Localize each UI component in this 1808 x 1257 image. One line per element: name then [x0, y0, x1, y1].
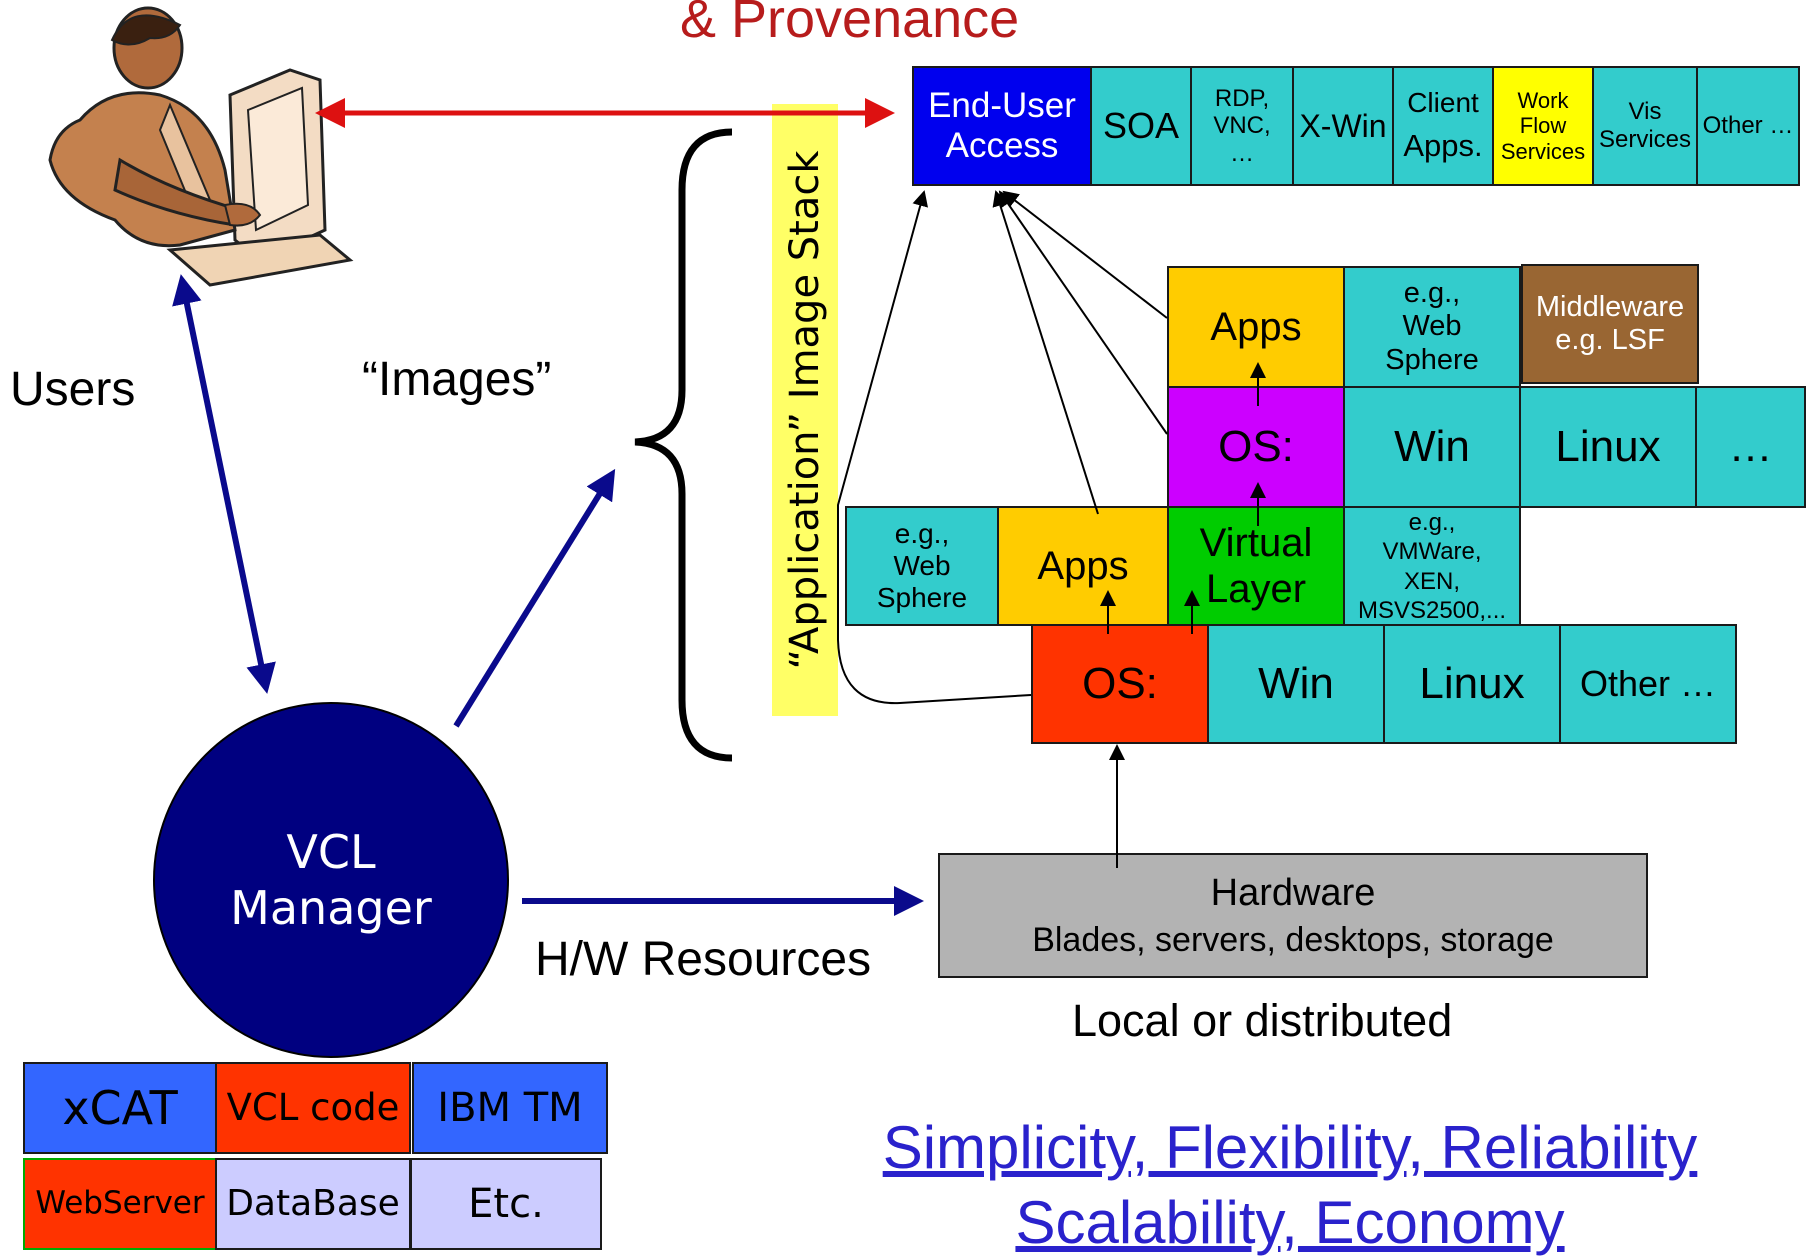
- client-apps-line1: Client: [1407, 87, 1479, 119]
- footer-link-2[interactable]: Scalability, Economy: [1015, 1189, 1565, 1256]
- end-user-access[interactable]: End-User Access: [912, 66, 1092, 186]
- tool-webserver: WebServer: [23, 1158, 217, 1250]
- vcl-manager-line1: VCL: [286, 824, 376, 879]
- user-manager-arrow: [172, 274, 276, 694]
- middleware-line2: e.g. LSF: [1555, 324, 1665, 356]
- end-user-access-line2: Access: [945, 126, 1059, 165]
- other-access-box: Other …: [1696, 66, 1800, 186]
- rdp-line2: VNC,: [1213, 112, 1271, 140]
- vmware-line2: VMWare,: [1382, 538, 1482, 566]
- upper-os-access-line: [998, 190, 1168, 435]
- xwin-label: X-Win: [1299, 107, 1387, 144]
- middleware-line1: Middleware: [1535, 290, 1685, 323]
- lower-linux-label: Linux: [1419, 658, 1525, 708]
- tool-vcl-code-label: VCL code: [226, 1085, 400, 1129]
- tool-etc: Etc.: [410, 1158, 602, 1250]
- vmware-line3: XEN,: [1403, 567, 1460, 595]
- images-label: “Images”: [362, 353, 552, 406]
- upper-linux-label: Linux: [1555, 421, 1661, 471]
- rdp-line1: RDP,: [1214, 84, 1270, 112]
- upper-os-label: OS:: [1218, 421, 1294, 471]
- upper-win-box: Win: [1343, 386, 1521, 508]
- soa-label: SOA: [1102, 105, 1180, 147]
- hardware-title: Hardware: [1210, 871, 1376, 914]
- lower-linux-box: Linux: [1383, 624, 1561, 744]
- upper-websphere-line3: Sphere: [1385, 343, 1479, 376]
- tool-xcat: xCAT: [23, 1062, 217, 1154]
- xwin-box: X-Win: [1292, 66, 1394, 186]
- lower-win-box: Win: [1207, 624, 1385, 744]
- workflow-line3: Services: [1500, 138, 1586, 164]
- lower-other-box: Other …: [1559, 624, 1737, 744]
- vcl-manager[interactable]: VCL Manager: [153, 702, 509, 1058]
- tool-xcat-label: xCAT: [62, 1080, 178, 1135]
- hardware-box[interactable]: Hardware Blades, servers, desktops, stor…: [938, 853, 1648, 978]
- hardware-subtitle: Blades, servers, desktops, storage: [1032, 921, 1554, 960]
- rdp-line3: …: [1230, 139, 1254, 167]
- virtual-layer-line2: Layer: [1205, 567, 1307, 611]
- workflow-services-box: Work Flow Services: [1492, 66, 1594, 186]
- lower-websphere-box: e.g., Web Sphere: [845, 506, 999, 626]
- upper-more-box: …: [1695, 386, 1806, 508]
- vmware-line4: MSVS2500,...: [1357, 596, 1507, 624]
- workflow-line2: Flow: [1519, 113, 1567, 139]
- lower-os-label: OS:: [1082, 658, 1158, 708]
- footer-link-1[interactable]: Simplicity, Flexibility, Reliability: [882, 1114, 1698, 1181]
- vmware-line1: e.g.,: [1408, 509, 1456, 536]
- vis-line2: Services: [1598, 126, 1692, 153]
- manager-images-arrow: [453, 468, 616, 728]
- lower-win-label: Win: [1258, 658, 1334, 708]
- hw-resources-label: H/W Resources: [535, 933, 872, 986]
- lower-os-box[interactable]: OS:: [1031, 624, 1209, 744]
- upper-linux-box: Linux: [1519, 386, 1697, 508]
- vmware-box: e.g., VMWare, XEN, MSVS2500,...: [1343, 506, 1521, 626]
- app-image-stack-label: [772, 104, 838, 716]
- end-user-access-line1: End-User: [928, 85, 1076, 125]
- rdp-vnc-box: RDP, VNC, …: [1190, 66, 1294, 186]
- middleware-box: Middleware e.g. LSF: [1521, 264, 1699, 384]
- upper-more-label: …: [1728, 421, 1773, 471]
- users-label: Users: [10, 363, 136, 416]
- page-title: & Provenance: [680, 0, 1020, 49]
- lower-websphere-line1: e.g.,: [894, 517, 950, 549]
- virtual-layer-line1: Virtual: [1199, 521, 1313, 565]
- tool-ibm-tm: IBM TM: [412, 1062, 608, 1154]
- lower-apps-access-line: [992, 190, 1099, 515]
- workflow-line1: Work: [1517, 88, 1569, 114]
- tool-database: DataBase: [215, 1158, 411, 1250]
- tool-vcl-code: VCL code: [215, 1062, 411, 1154]
- upper-websphere-line2: Web: [1402, 310, 1462, 343]
- upper-websphere-line1: e.g.,: [1403, 276, 1461, 309]
- tool-database-label: DataBase: [226, 1183, 400, 1225]
- lower-websphere-line3: Sphere: [876, 582, 968, 614]
- local-distributed-label: Local or distributed: [1072, 995, 1453, 1046]
- upper-apps-label: Apps: [1210, 305, 1302, 349]
- tool-etc-label: Etc.: [468, 1181, 544, 1227]
- client-apps-line2: Apps.: [1403, 127, 1483, 163]
- soa-box: SOA: [1090, 66, 1192, 186]
- tool-webserver-label: WebServer: [35, 1185, 205, 1222]
- lower-os-access-line: [837, 190, 1032, 705]
- upper-apps-access-line: [1002, 190, 1168, 319]
- vcl-manager-line2: Manager: [230, 881, 432, 935]
- other-access-label: Other …: [1702, 112, 1794, 140]
- vis-line1: Vis: [1628, 98, 1662, 126]
- virtual-layer-box[interactable]: Virtual Layer: [1167, 506, 1345, 626]
- tool-ibm-tm-label: IBM TM: [437, 1085, 583, 1131]
- lower-other-label: Other …: [1579, 663, 1717, 705]
- lower-apps-label: Apps: [1037, 544, 1129, 588]
- upper-websphere-box: e.g., Web Sphere: [1343, 266, 1521, 388]
- lower-websphere-line2: Web: [893, 549, 951, 581]
- user-computer-icon: [48, 6, 354, 287]
- upper-win-label: Win: [1394, 421, 1470, 471]
